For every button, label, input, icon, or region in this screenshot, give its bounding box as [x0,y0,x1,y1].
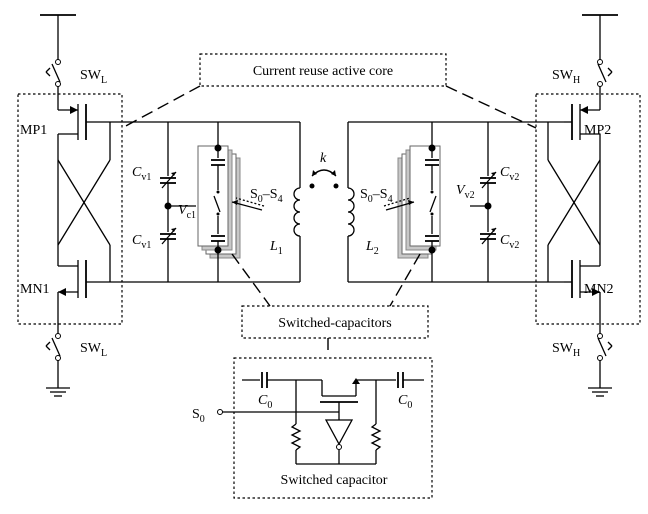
core-callout [121,53,537,129]
k-label: k [320,151,327,166]
right-ground [588,333,613,397]
cv1-top-label: Cv1 [132,165,151,183]
mp1-label: MP1 [20,123,47,138]
cross-wire-2 [57,159,111,246]
c0-left-label: C0 [258,393,272,411]
mn1-transistor [57,245,218,334]
l2-label: L2 [365,239,379,257]
left-ground [45,333,70,397]
vv2-label: Vv2 [456,183,475,201]
vc1-label: Vc1 [178,203,196,221]
mp2-label: MP2 [584,123,611,138]
sw-h-top-label: SWH [552,68,580,86]
switched-caps-label: Switched-capacitors [278,316,392,331]
left-supply [40,14,76,110]
mn2-transistor [547,245,601,334]
right-switched-cap-bank [383,122,441,282]
c0-right-label: C0 [398,393,412,411]
right-supply [582,14,618,110]
s0-label: S0 [192,407,205,425]
l1-label: L1 [269,239,283,257]
left-core-box [17,93,123,325]
sw-l-top-label: SWL [80,68,107,86]
core-box-label: Current reuse active core [253,64,393,79]
switched-cap-detail [217,357,433,499]
cv2-varactors [470,122,497,282]
cv2-top-label: Cv2 [500,165,519,183]
mp1-transistor [57,104,218,160]
switched-caps-callout [231,253,429,356]
sw-l-bot-label: SWL [80,341,107,359]
right-core-box [535,93,641,325]
mn1-label: MN1 [20,282,50,297]
left-switched-cap-bank [197,122,265,282]
cv1-varactors [160,122,196,282]
switched-cap-title: Switched capacitor [281,473,388,488]
s0s4-left-label: S0–S4 [250,187,283,205]
l2-inductor [333,121,432,283]
s0s4-right-label: S0–S4 [360,187,393,205]
cv1-bot-label: Cv1 [132,233,151,251]
l1-inductor [218,121,315,283]
cross-wire-4 [547,159,601,246]
mp2-transistor [564,104,601,160]
mn2-label: MN2 [584,282,614,297]
sw-h-bot-label: SWH [552,341,580,359]
cv2-bot-label: Cv2 [500,233,519,251]
